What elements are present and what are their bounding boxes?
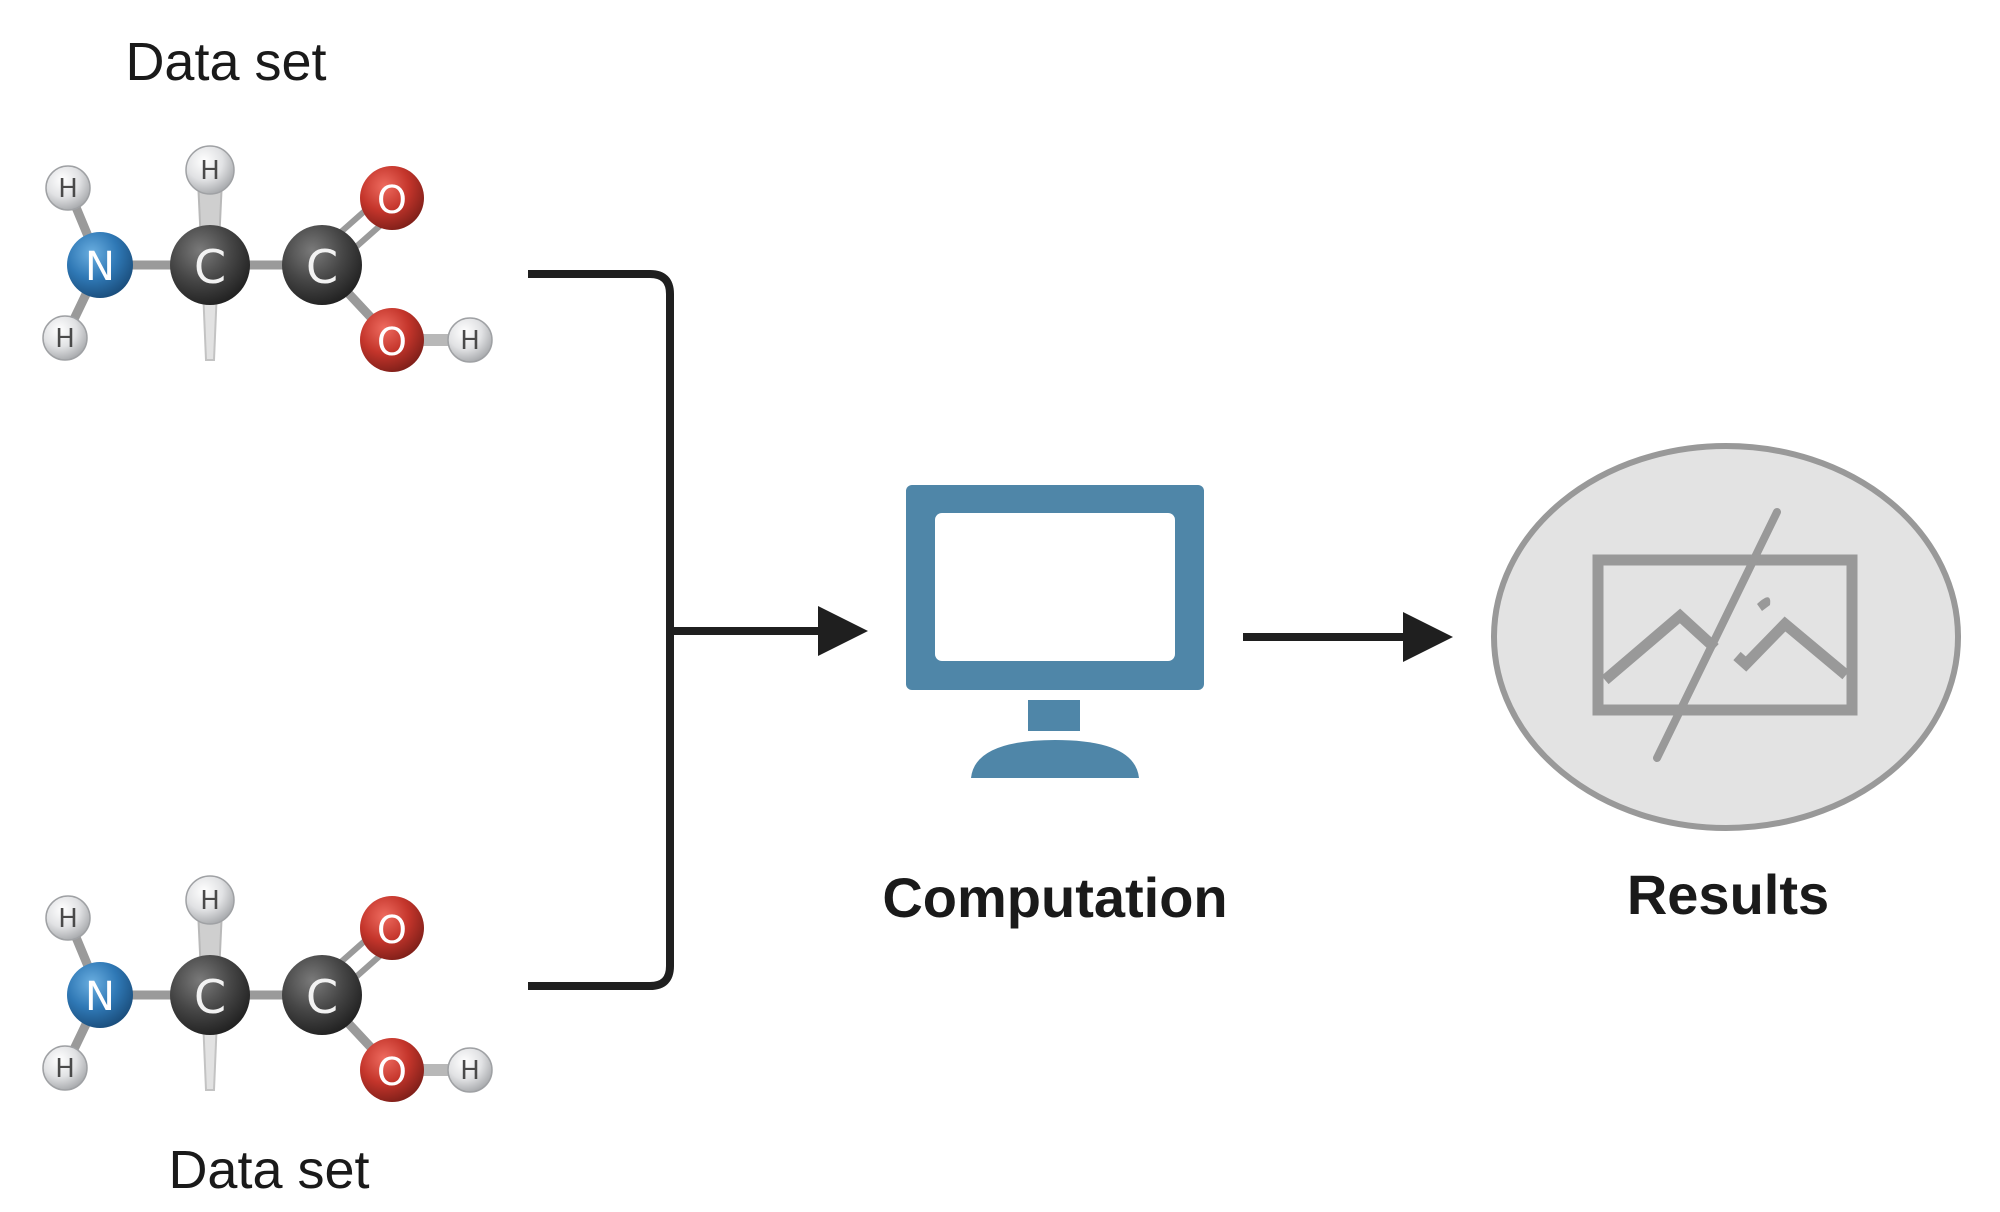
results-no-image-icon — [1491, 443, 1961, 831]
computation-label: Computation — [882, 866, 1227, 929]
molecule-top-icon — [43, 146, 492, 372]
molecule-bottom-icon — [43, 876, 492, 1102]
arrow-to-computation-icon — [670, 606, 868, 656]
computer-monitor-icon — [906, 485, 1204, 778]
merge-bracket — [528, 270, 674, 990]
dataset-top-label: Data set — [125, 32, 326, 92]
dataset-bottom-label: Data set — [168, 1140, 369, 1200]
results-label: Results — [1627, 863, 1829, 926]
arrow-to-results-icon — [1243, 612, 1453, 662]
